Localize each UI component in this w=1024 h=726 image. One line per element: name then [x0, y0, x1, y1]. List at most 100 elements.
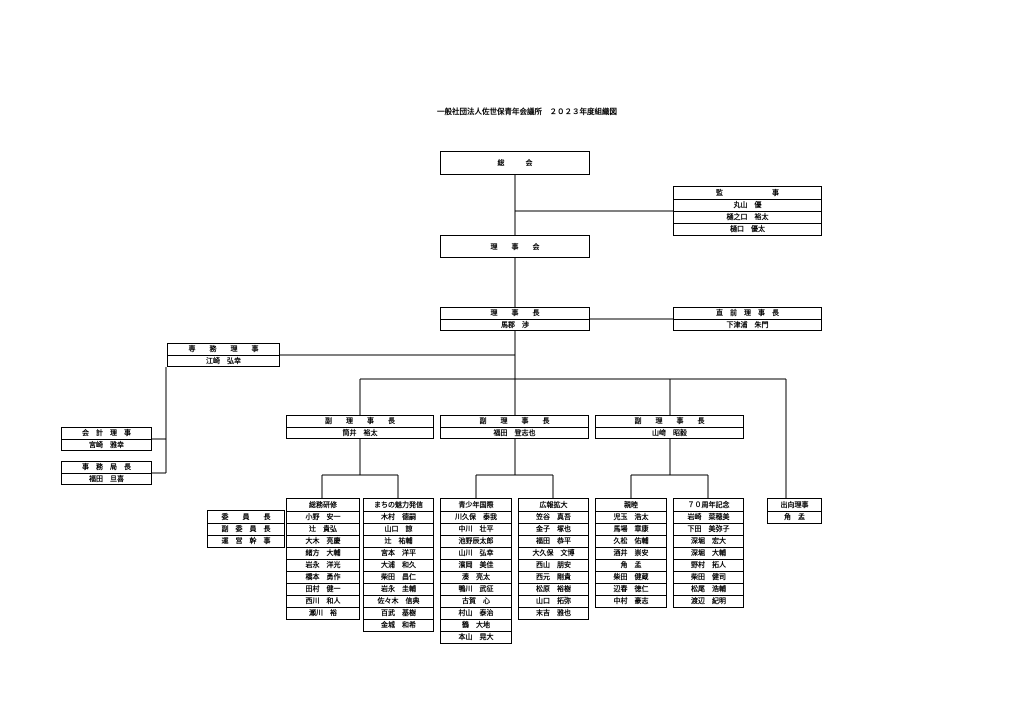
auditors-box: 監 事 丸山 優 樋之口 裕太 樋口 優太 — [673, 186, 822, 236]
committee-member: 深堀 大輔 — [674, 547, 743, 559]
seconded-director-label: 出向理事 — [780, 501, 809, 509]
committee-member: 末吉 雅也 — [519, 607, 588, 619]
committee-member: 岩永 圭輔 — [364, 583, 433, 595]
committee-member: 山口 拓弥 — [519, 595, 588, 607]
committee-member: 辻 祐輔 — [364, 535, 433, 547]
committee-member: 川久保 泰我 — [441, 511, 511, 523]
seconded-director-name: 角 孟 — [768, 511, 821, 523]
vice-president-label: 副 理 事 長 — [325, 417, 395, 425]
committee-member: 田村 健一 — [287, 583, 359, 595]
committee-general-affairs: 総務研修小野 安一辻 貴弘大木 亮慶緒方 大輔岩永 洋光橋本 勇作田村 健一西川… — [286, 498, 360, 620]
committee-member: 角 孟 — [596, 559, 666, 571]
committee-member: 笠谷 真吾 — [519, 511, 588, 523]
role-label-steering-secretary: 運 営 幹 事 — [208, 535, 284, 547]
committee-name: 青少年国際 — [458, 501, 494, 509]
committee-member: 岩永 洋光 — [287, 559, 359, 571]
auditors-label: 監 事 — [716, 189, 779, 197]
committee-member: 柴田 健蔵 — [596, 571, 666, 583]
secretary-general-label: 事 務 局 長 — [82, 463, 131, 471]
committee-name: 親睦 — [624, 501, 638, 509]
committee-member: 大浦 和久 — [364, 559, 433, 571]
past-president-label: 直 前 理 事 長 — [716, 309, 779, 317]
president-label: 理 事 長 — [490, 309, 540, 317]
committee-member: 金子 塚也 — [519, 523, 588, 535]
president-box: 理 事 長 馬郡 渉 — [440, 307, 590, 331]
committee-member: 村山 泰治 — [441, 607, 511, 619]
committee-member: 児玉 浩太 — [596, 511, 666, 523]
secretary-general-name: 福田 旦喜 — [62, 473, 151, 484]
committee-member: 古賀 心 — [441, 595, 511, 607]
committee-member: 久松 佑輔 — [596, 535, 666, 547]
managing-director-box: 専 務 理 事 江崎 弘幸 — [167, 343, 280, 367]
president-name: 馬郡 渉 — [441, 319, 589, 330]
committee-member: 佐々木 信典 — [364, 595, 433, 607]
committee-member: 池野辰太郎 — [441, 535, 511, 547]
committee-member: 木村 德嗣 — [364, 511, 433, 523]
committee-member: 中川 壮平 — [441, 523, 511, 535]
committee-fellowship: 親睦児玉 浩太馬場 章康久松 佑輔酒井 崇安角 孟柴田 健蔵辺春 徳仁中村 豪志 — [595, 498, 667, 608]
committee-member: 金城 和希 — [364, 619, 433, 631]
committee-name: まちの魅力発信 — [374, 501, 423, 509]
committee-member: 柴田 昌仁 — [364, 571, 433, 583]
vice-president-box: 副 理 事 長 筒井 裕太 — [286, 415, 434, 439]
committee-member: 鴨川 武征 — [441, 583, 511, 595]
auditor-name: 丸山 優 — [674, 199, 821, 211]
auditor-name: 樋之口 裕太 — [674, 211, 821, 223]
vice-president-box: 副 理 事 長 福田 登志也 — [440, 415, 589, 439]
committee-name: 広報拡大 — [539, 501, 568, 509]
committee-member: 宮本 洋平 — [364, 547, 433, 559]
role-label-vice-chair: 副 委 員 長 — [208, 523, 284, 535]
committee-member: 瀬川 裕 — [287, 607, 359, 619]
committee-youth-international: 青少年国際川久保 泰我中川 壮平池野辰太郎山川 弘幸濱岡 美佳湊 亮太鴨川 武征… — [440, 498, 512, 644]
past-president-name: 下津浦 朱門 — [674, 319, 821, 330]
vice-president-name: 福田 登志也 — [441, 427, 588, 438]
committee-member: 渡辺 紀明 — [674, 595, 743, 607]
committee-member: 緒方 大輔 — [287, 547, 359, 559]
committee-member: 鶴 大地 — [441, 619, 511, 631]
committee-role-labels: 委 員 長 副 委 員 長 運 営 幹 事 — [207, 510, 285, 548]
treasurer-name: 宮崎 雅幸 — [62, 439, 151, 450]
committee-member: 酒井 崇安 — [596, 547, 666, 559]
committee-town-appeal: まちの魅力発信木村 德嗣山口 諒辻 祐輔宮本 洋平大浦 和久柴田 昌仁岩永 圭輔… — [363, 498, 434, 632]
secretary-general-box: 事 務 局 長 福田 旦喜 — [61, 461, 152, 485]
vice-president-label: 副 理 事 長 — [479, 417, 550, 425]
committee-member: 大木 亮慶 — [287, 535, 359, 547]
committee-member: 辺春 徳仁 — [596, 583, 666, 595]
vice-president-name: 筒井 裕太 — [287, 427, 433, 438]
committee-member: 大久保 文博 — [519, 547, 588, 559]
treasurer-box: 会 計 理 事 宮崎 雅幸 — [61, 427, 152, 451]
committee-member: 中村 豪志 — [596, 595, 666, 607]
committee-70th-anniversary: ７０周年記念岩崎 菜穂美下田 美弥子深堀 宏大深堀 大輔野村 拓人柴田 健司松尾… — [673, 498, 744, 608]
managing-director-name: 江崎 弘幸 — [168, 355, 279, 366]
committee-member: 西山 朋安 — [519, 559, 588, 571]
auditor-name: 樋口 優太 — [674, 223, 821, 235]
past-president-box: 直 前 理 事 長 下津浦 朱門 — [673, 307, 822, 331]
vice-president-name: 山﨑 昭毅 — [596, 427, 743, 438]
managing-director-label: 専 務 理 事 — [188, 345, 259, 353]
committee-member: 福田 恭平 — [519, 535, 588, 547]
committee-pr-expansion: 広報拡大笠谷 真吾金子 塚也福田 恭平大久保 文博西山 朋安西元 剛貴松原 裕樹… — [518, 498, 589, 620]
role-label-chair: 委 員 長 — [221, 513, 271, 521]
treasurer-label: 会 計 理 事 — [82, 429, 131, 437]
committee-member: 山口 諒 — [364, 523, 433, 535]
committee-name: 総務研修 — [309, 501, 337, 509]
committee-member: 松尾 浩輔 — [674, 583, 743, 595]
seconded-director-box: 出向理事 角 孟 — [767, 498, 822, 524]
general-assembly-box: 総 会 — [440, 151, 590, 175]
committee-member: 湊 亮太 — [441, 571, 511, 583]
committee-member: 馬場 章康 — [596, 523, 666, 535]
committee-member: 下田 美弥子 — [674, 523, 743, 535]
vice-president-box: 副 理 事 長 山﨑 昭毅 — [595, 415, 744, 439]
committee-member: 西元 剛貴 — [519, 571, 588, 583]
committee-member: 柴田 健司 — [674, 571, 743, 583]
committee-member: 小野 安一 — [287, 511, 359, 523]
committee-name: ７０周年記念 — [687, 501, 730, 509]
committee-member: 山川 弘幸 — [441, 547, 511, 559]
board-box: 理 事 会 — [440, 235, 590, 258]
committee-member: 岩崎 菜穂美 — [674, 511, 743, 523]
committee-member: 辻 貴弘 — [287, 523, 359, 535]
vice-president-label: 副 理 事 長 — [634, 417, 705, 425]
committee-member: 百武 基樹 — [364, 607, 433, 619]
